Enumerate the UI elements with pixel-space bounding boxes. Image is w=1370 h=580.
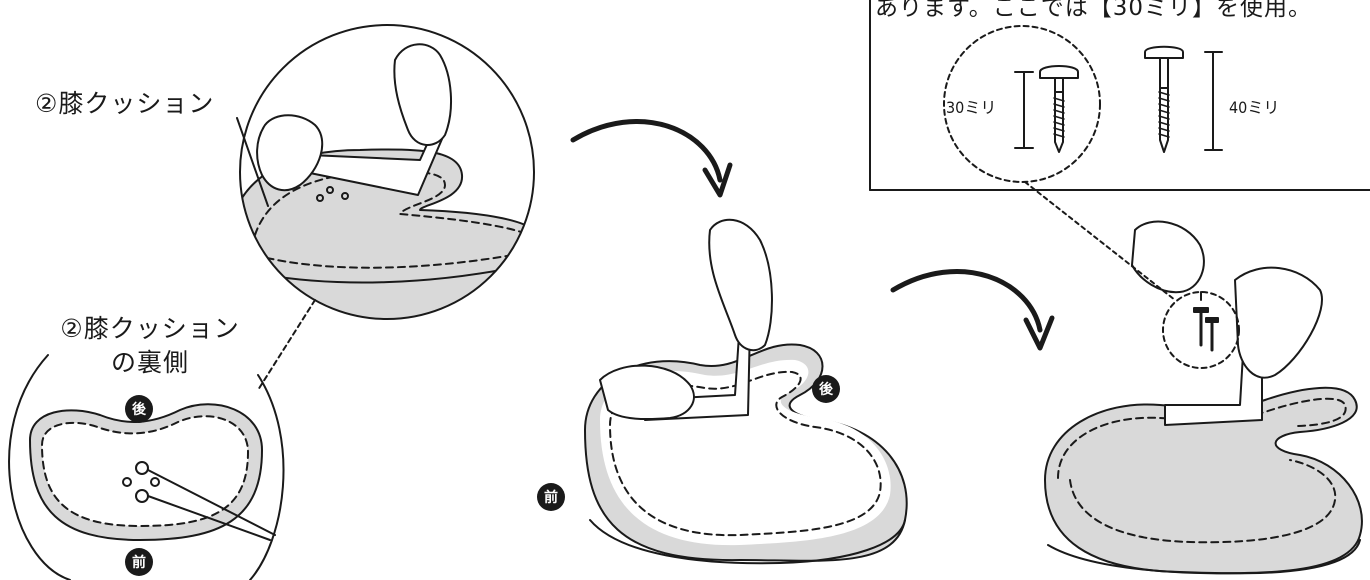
front-badge-middle: 前 [537,483,565,511]
screw-usage-note: あります。ここでは【30ミリ】を使用。 [875,0,1312,21]
front-badge-left: 前 [125,548,153,576]
arrow-1 [570,118,733,198]
back-badge-left: 後 [125,395,153,423]
cushion-back-view [8,354,285,580]
screw-box-frame [869,0,1370,191]
knee-cushion-back-line1: ②膝クッション [60,314,240,343]
right-cushion [1044,220,1363,575]
screw-40mm-label: 40ミリ [1229,98,1280,117]
back-badge-middle: 後 [812,375,840,403]
magnified-view [236,24,535,320]
knee-cushion-back-line2: の裏側 [110,348,189,377]
screw-30mm-label: 30ミリ [946,98,997,117]
knee-cushion-label: ②膝クッション [35,89,215,118]
knee-cushion-back-label: ②膝クッション の裏側 [45,312,255,380]
arrow-2 [890,268,1055,351]
middle-cushion [584,218,908,565]
